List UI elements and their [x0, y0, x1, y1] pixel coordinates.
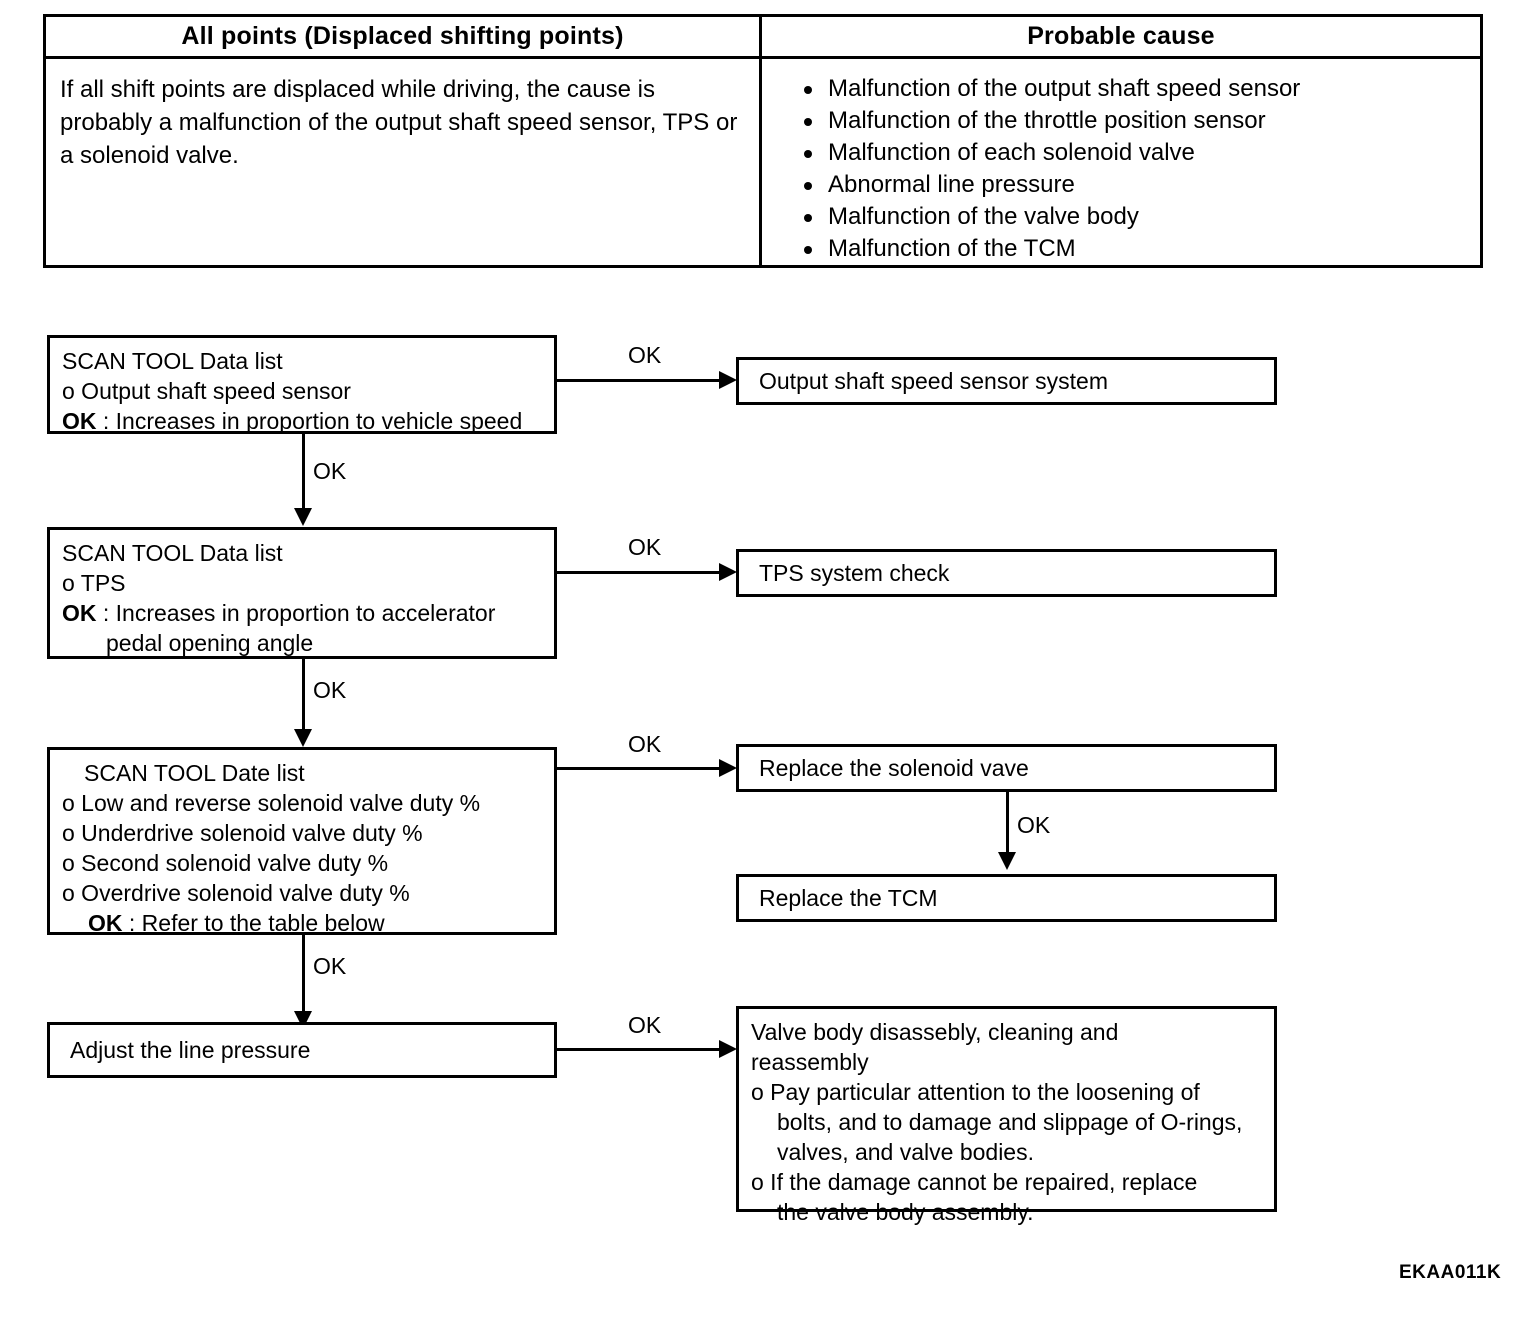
arrow-down-icon	[294, 508, 312, 526]
connector-line	[557, 1048, 721, 1051]
flow-line: o Overdrive solenoid valve duty %	[62, 880, 410, 906]
list-item: Malfunction of the valve body	[762, 201, 1480, 233]
ok-label: OK	[628, 731, 662, 757]
flow-box-output-shaft-speed-sensor-system: Output shaft speed sensor system	[736, 357, 1277, 405]
flow-box-tps-system-check: TPS system check	[736, 549, 1277, 597]
flow-line: the valve body assembly.	[777, 1199, 1034, 1225]
flow-line: reassembly	[751, 1049, 869, 1075]
ok-keyword: OK	[62, 408, 97, 434]
flow-line: OK : Increases in proportion to accelera…	[62, 598, 542, 628]
flow-box-text: TPS system check	[759, 560, 950, 586]
table-header-row: All points (Displaced shifting points) P…	[46, 17, 1480, 59]
connector-line	[1006, 792, 1009, 854]
flow-line-rest: : Refer to the table below	[122, 910, 385, 936]
arrow-down-icon	[998, 852, 1016, 870]
probable-cause-table: All points (Displaced shifting points) P…	[43, 14, 1483, 268]
arrow-right-icon	[719, 371, 737, 389]
probable-cause-list: Malfunction of the output shaft speed se…	[762, 59, 1480, 265]
flow-box-adjust-line-pressure: Adjust the line pressure	[47, 1022, 557, 1078]
ok-label: OK	[313, 677, 347, 703]
flow-line: OK : Increases in proportion to vehicle …	[62, 406, 542, 436]
flow-line: bolts, and to damage and slippage of O-r…	[777, 1109, 1243, 1135]
flow-box-scan-tool-solenoid-duty: SCAN TOOL Date list o Low and reverse so…	[47, 747, 557, 936]
list-item: Malfunction of each solenoid valve	[762, 137, 1480, 169]
flow-line: o If the damage cannot be repaired, repl…	[751, 1169, 1198, 1195]
table-cell-causes: Malfunction of the output shaft speed se…	[762, 59, 1480, 265]
flow-box-text: SCAN TOOL Data list o Output shaft speed…	[50, 338, 554, 444]
flow-line: OK : Refer to the table below	[62, 908, 542, 938]
flow-box-text: SCAN TOOL Data list o TPS OK : Increases…	[50, 530, 554, 666]
flow-box-text: Replace the solenoid vave	[759, 755, 1029, 781]
ok-label: OK	[628, 342, 662, 368]
flow-box-scan-tool-tps: SCAN TOOL Data list o TPS OK : Increases…	[47, 527, 557, 659]
arrow-down-icon	[294, 729, 312, 747]
description-text: If all shift points are displaced while …	[60, 76, 738, 169]
flow-line-rest: : Increases in proportion to accelerator	[96, 600, 496, 626]
list-item: Malfunction of the TCM	[762, 233, 1480, 265]
flow-box-valve-body-disassembly: Valve body disassebly, cleaning and reas…	[736, 1006, 1277, 1225]
flow-line: o Second solenoid valve duty %	[62, 850, 389, 876]
flow-box-text: Output shaft speed sensor system	[759, 368, 1109, 394]
connector-line	[557, 767, 721, 770]
flow-box-scan-tool-output-shaft: SCAN TOOL Data list o Output shaft speed…	[47, 335, 557, 434]
flow-line: o Low and reverse solenoid valve duty %	[62, 790, 481, 816]
flow-line: o Output shaft speed sensor	[62, 378, 351, 404]
table-header-probable-cause: Probable cause	[1027, 22, 1215, 50]
arrow-right-icon	[719, 563, 737, 581]
arrow-right-icon	[719, 1040, 737, 1058]
flow-line: SCAN TOOL Data list	[62, 348, 283, 374]
flow-line: pedal opening angle	[106, 630, 314, 656]
connector-line	[302, 434, 305, 510]
flow-line: Valve body disassebly, cleaning and	[751, 1019, 1119, 1045]
connector-line	[302, 659, 305, 731]
flow-line: o Pay particular attention to the loosen…	[751, 1079, 1200, 1105]
flow-box-text: Replace the TCM	[759, 885, 938, 911]
ok-keyword: OK	[62, 600, 97, 626]
flow-box-replace-solenoid-valve: Replace the solenoid vave	[736, 744, 1277, 792]
ok-keyword: OK	[88, 910, 123, 936]
figure-code: EKAA011K	[1399, 1262, 1502, 1283]
flow-line: SCAN TOOL Date list	[84, 760, 305, 786]
flow-box-text: SCAN TOOL Date list o Low and reverse so…	[50, 750, 554, 946]
connector-line	[302, 935, 305, 1013]
arrow-right-icon	[719, 759, 737, 777]
table-cell-description: If all shift points are displaced while …	[46, 59, 762, 265]
flow-box-replace-tcm: Replace the TCM	[736, 874, 1277, 922]
flow-line-rest: : Increases in proportion to vehicle spe…	[96, 408, 523, 434]
table-header-all-points: All points (Displaced shifting points)	[46, 17, 762, 56]
flow-box-text: Valve body disassebly, cleaning and reas…	[739, 1009, 1274, 1235]
ok-label: OK	[628, 534, 662, 560]
flow-line: o TPS	[62, 570, 126, 596]
flow-line: o Underdrive solenoid valve duty %	[62, 820, 423, 846]
flow-line: valves, and valve bodies.	[777, 1139, 1034, 1165]
table-body-row: If all shift points are displaced while …	[46, 59, 1480, 265]
flow-box-text: Adjust the line pressure	[70, 1037, 311, 1063]
ok-label: OK	[1017, 812, 1051, 838]
ok-label: OK	[628, 1012, 662, 1038]
ok-label: OK	[313, 458, 347, 484]
ok-label: OK	[313, 953, 347, 979]
flow-line: SCAN TOOL Data list	[62, 540, 283, 566]
connector-line	[557, 379, 721, 382]
list-item: Abnormal line pressure	[762, 169, 1480, 201]
connector-line	[557, 571, 721, 574]
list-item: Malfunction of the output shaft speed se…	[762, 73, 1480, 105]
list-item: Malfunction of the throttle position sen…	[762, 105, 1480, 137]
